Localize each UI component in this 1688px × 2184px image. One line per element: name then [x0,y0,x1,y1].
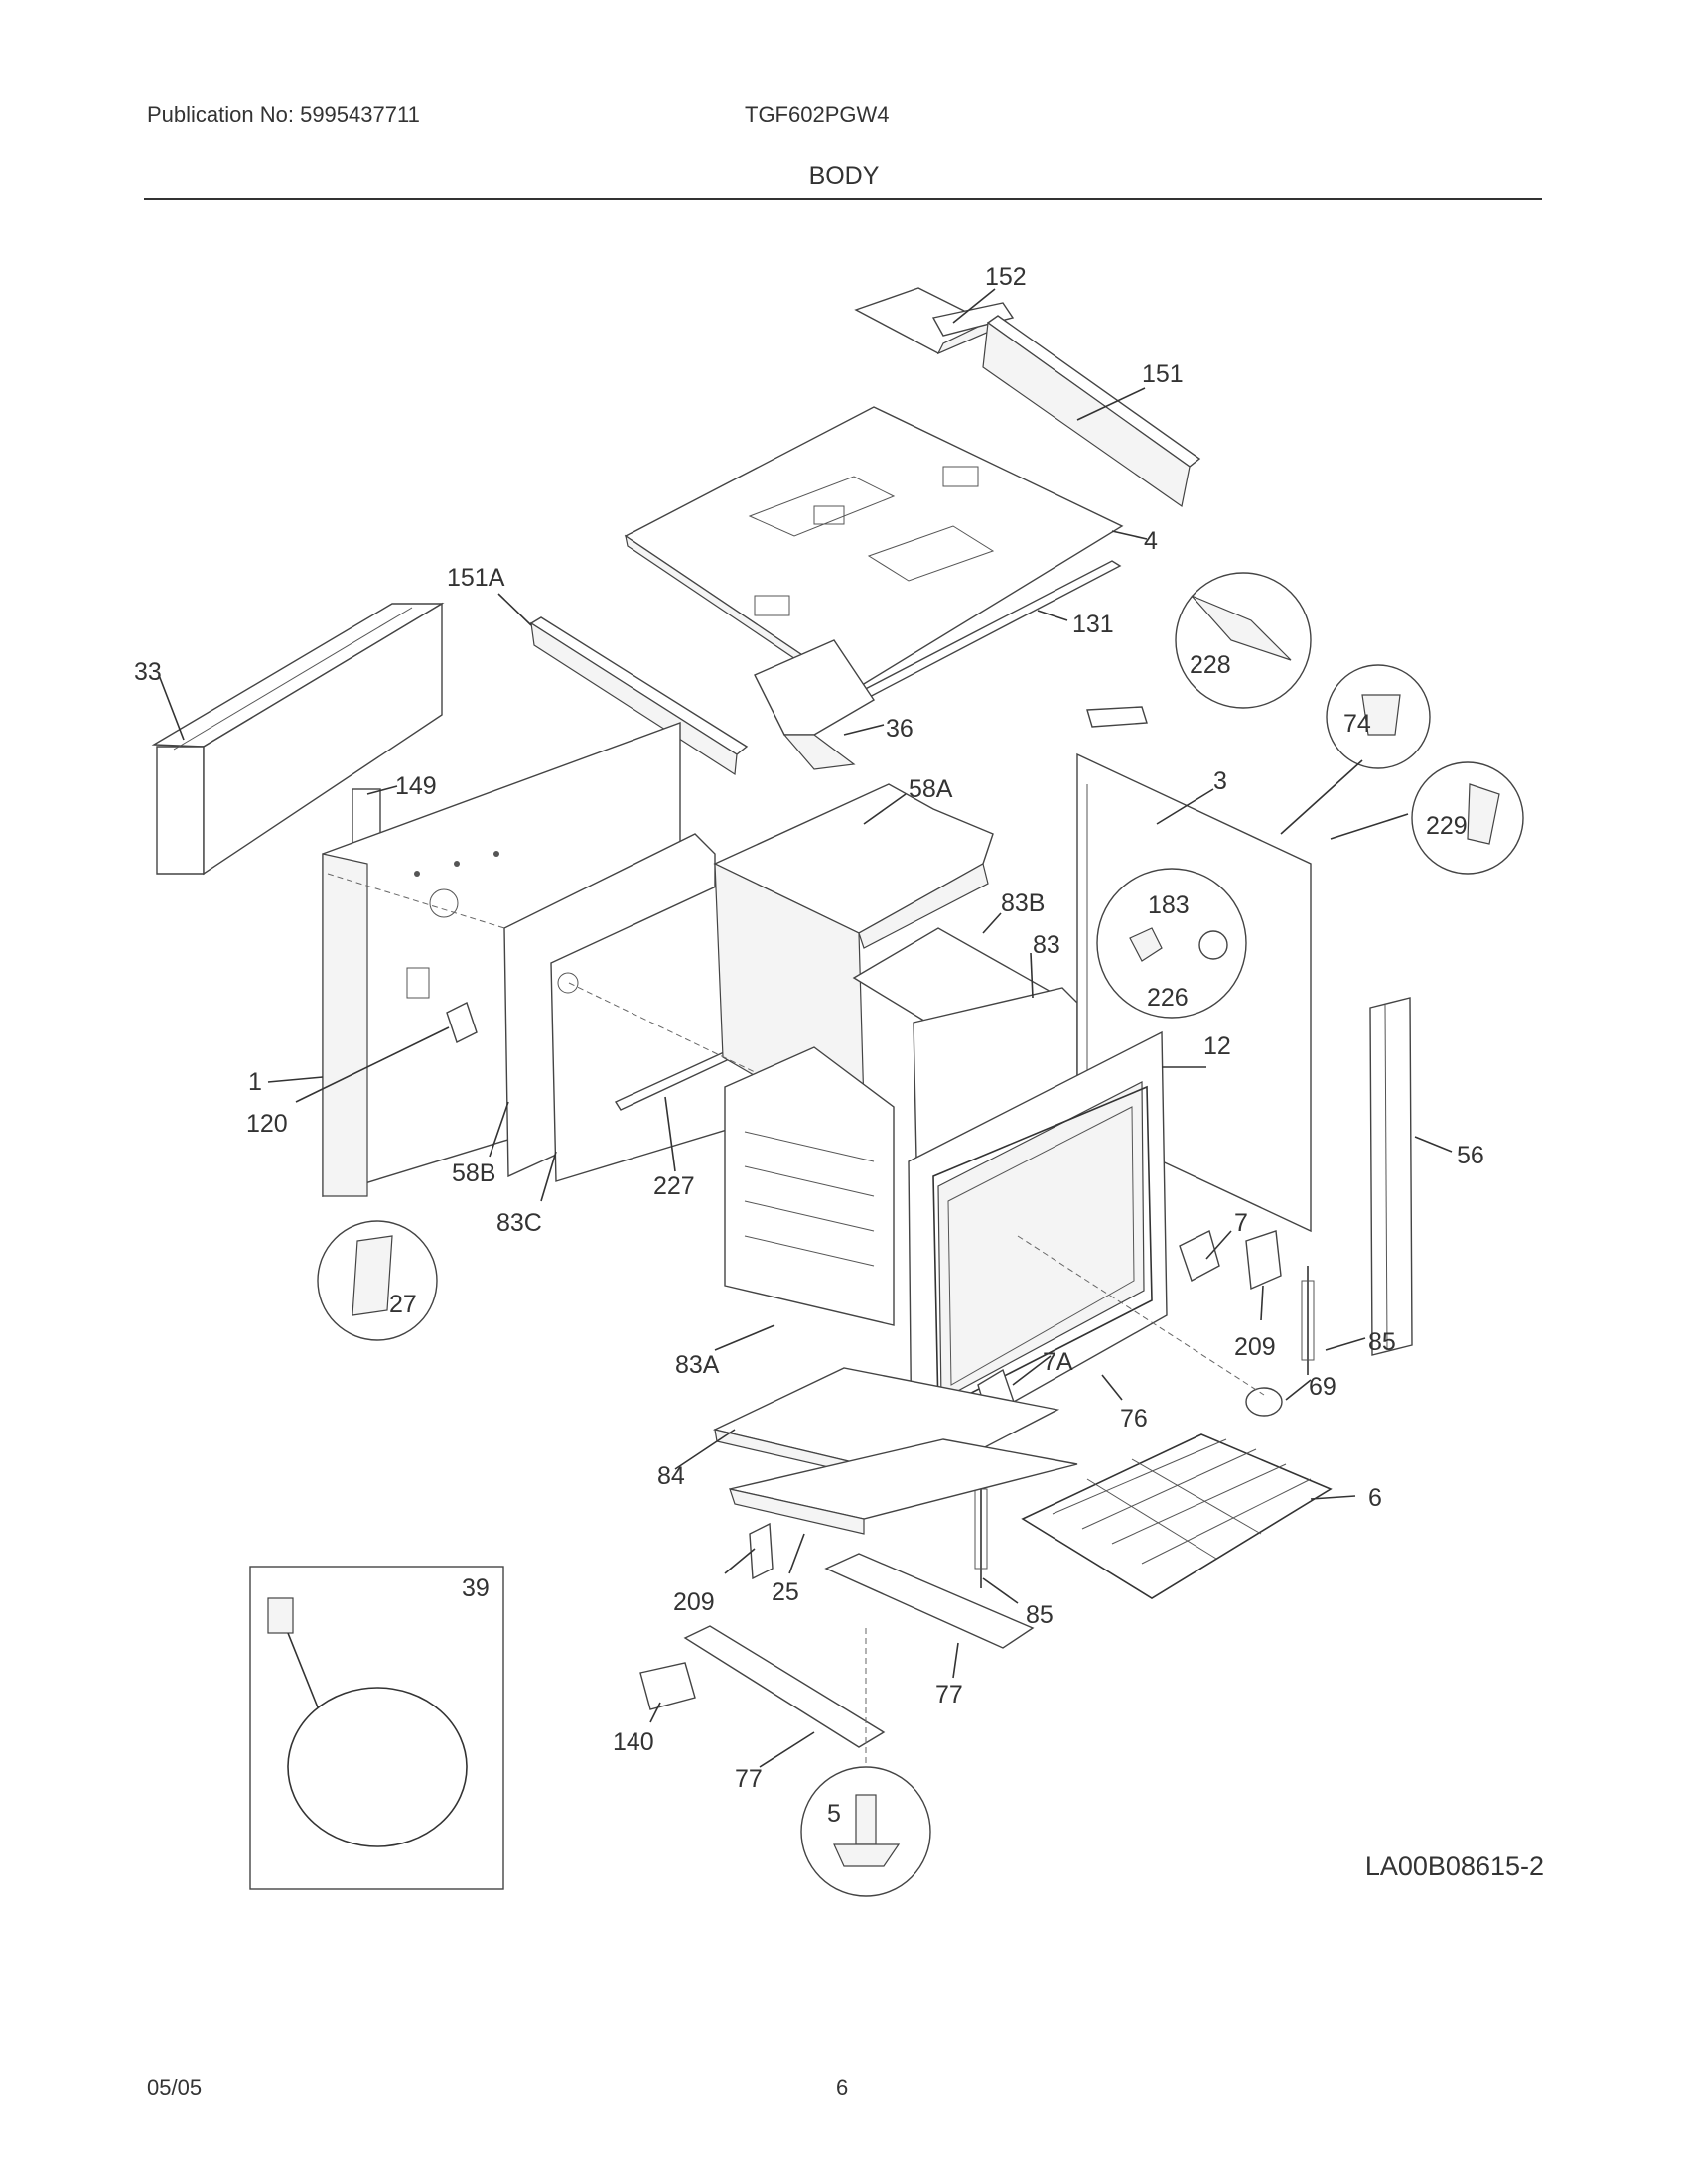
callout-209-lower: 209 [673,1588,715,1616]
callout-131: 131 [1072,611,1114,638]
callout-83: 83 [1033,931,1060,959]
callout-36: 36 [886,715,914,743]
section-title: BODY [808,162,880,190]
part-151A-rail [529,616,749,776]
callout-69: 69 [1309,1373,1336,1401]
part-76-gasket [932,1085,1153,1412]
detail-74 [1326,664,1431,769]
callout-7A: 7A [1043,1348,1073,1376]
callout-209: 209 [1234,1333,1276,1361]
callout-33: 33 [134,658,162,686]
drawing-reference: LA00B08615-2 [1364,1851,1544,1881]
callout-77: 77 [935,1681,963,1708]
detail-39-power-cord-box [249,1566,504,1890]
part-33-backguard [151,602,445,876]
detail-183-226 [1096,868,1247,1019]
callout-25: 25 [772,1578,799,1606]
callout-58B: 58B [452,1160,495,1187]
callout-226: 226 [1147,984,1189,1012]
model-number: TGF602PGW4 [745,102,890,127]
callout-77-lower: 77 [735,1765,763,1793]
callout-229: 229 [1426,812,1468,840]
part-12-front-frame [908,1030,1168,1461]
part-25-drawer-bottom [729,1438,1078,1535]
detail-27 [317,1220,438,1341]
callout-84: 84 [657,1462,685,1490]
callout-39: 39 [462,1574,490,1602]
callout-6: 6 [1368,1484,1382,1512]
part-6-oven-rack [1021,1433,1333,1599]
callout-58A: 58A [909,775,953,803]
callout-1: 1 [248,1068,262,1096]
callout-149: 149 [395,772,437,800]
part-85-spring-lower [974,1474,988,1588]
callout-152: 152 [985,263,1027,291]
part-120-plate [446,1002,478,1043]
part-4-top-panel [624,406,1124,702]
callout-85: 85 [1368,1328,1396,1356]
part-56-trim [1369,997,1413,1356]
part-69-grommet [1245,1387,1283,1417]
callout-5: 5 [827,1800,841,1828]
detail-228 [1175,572,1312,709]
callout-56: 56 [1457,1142,1484,1169]
part-77-rail-lower [683,1625,886,1748]
publication-date: 05/05 [147,2075,203,2100]
callout-151: 151 [1142,360,1184,388]
detail-5 [800,1766,931,1897]
callout-85-lower: 85 [1026,1601,1054,1629]
part-83A-liner [724,1046,895,1326]
leader-lines [158,288,1453,1768]
part-140-clip [639,1662,696,1710]
callout-183: 183 [1148,891,1190,919]
callout-4: 4 [1144,527,1158,555]
callout-74: 74 [1343,710,1371,738]
page-number: 6 [836,2075,849,2100]
callout-76: 76 [1120,1405,1148,1433]
publication-number: Publication No: 5995437711 [147,102,420,127]
callout-12: 12 [1203,1032,1231,1060]
part-77-rail-upper [824,1553,1035,1649]
callout-27: 27 [389,1291,417,1318]
callout-7: 7 [1234,1209,1248,1237]
callout-151A: 151A [447,564,505,592]
callout-227: 227 [653,1172,695,1200]
callout-83B: 83B [1001,889,1045,917]
detail-229 [1411,761,1524,875]
callout-228: 228 [1190,651,1231,679]
callout-120: 120 [246,1110,288,1138]
part-7-valve [1179,1229,1220,1283]
part-209-bracket-right [1245,1230,1282,1291]
part-152-cover [854,287,1015,355]
callout-83C: 83C [496,1209,542,1237]
part-85-spring-right [1301,1266,1315,1375]
callout-140: 140 [613,1728,654,1756]
callout-3: 3 [1213,767,1227,795]
part-36-bracket [754,639,875,770]
part-209-bracket-lower [749,1522,774,1580]
part-151-rail [982,315,1201,508]
header-rule [144,198,1542,200]
callout-labels: 152 151 4 151A 131 33 228 36 74 149 3 58… [134,263,1484,1828]
callout-83A: 83A [675,1351,720,1379]
